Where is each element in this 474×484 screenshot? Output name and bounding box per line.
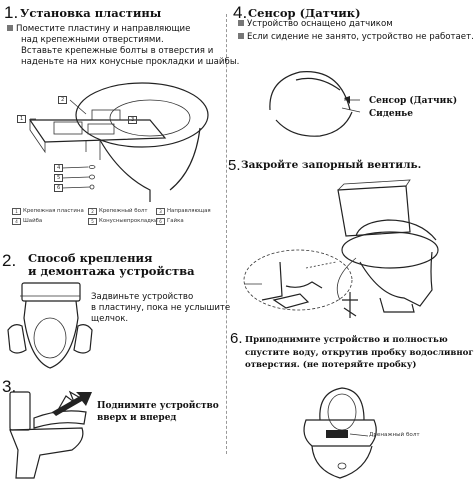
step4-number: 4. <box>233 3 248 22</box>
bullet-square-icon <box>7 25 13 31</box>
step4-instructions: Устройство оснащено датчиком Если сидени… <box>238 19 474 43</box>
sensor-label: Сенсор (Датчик) <box>369 96 458 106</box>
callout-5: 5 <box>54 174 64 182</box>
bullet-square-icon <box>238 33 244 39</box>
callout-3: 3 <box>128 116 138 124</box>
callout-1: 1 <box>17 115 27 123</box>
lift-device-illustration <box>9 390 92 479</box>
seat-label: Сиденье <box>369 109 413 119</box>
step1-title: Установка пластины <box>20 6 162 20</box>
plate-installation-illustration <box>28 82 209 202</box>
callout-2: 2 <box>58 96 68 104</box>
step1-instructions: Поместите пластину и направляющие над кр… <box>7 24 239 68</box>
step6-number: 6. <box>230 330 243 347</box>
step3-number: 3. <box>2 377 17 396</box>
drain-bolt-label: Дренажный болт <box>369 432 420 438</box>
step1-number: 1. <box>4 3 19 22</box>
column-divider <box>226 14 227 454</box>
step4-title: Сенсор (Датчик) <box>248 6 361 20</box>
step2-instructions: Задвиньте устройство в пластину, пока не… <box>91 292 231 324</box>
callout-4: 4 <box>54 164 64 172</box>
step5-number: 5. <box>228 157 241 174</box>
step5-title: Закройте запорный вентиль. <box>241 159 422 171</box>
step3-title: Поднимите устройство вверх и вперед <box>97 401 219 423</box>
step2-title: Способ крепления и демонтажа устройства <box>28 251 195 278</box>
callout-6: 6 <box>54 184 64 192</box>
step2-number: 2. <box>2 251 17 270</box>
bullet-square-icon <box>238 20 244 26</box>
step6-title: Приподнимите устройство и полностью спус… <box>245 335 474 370</box>
device-attach-illustration <box>7 282 93 369</box>
